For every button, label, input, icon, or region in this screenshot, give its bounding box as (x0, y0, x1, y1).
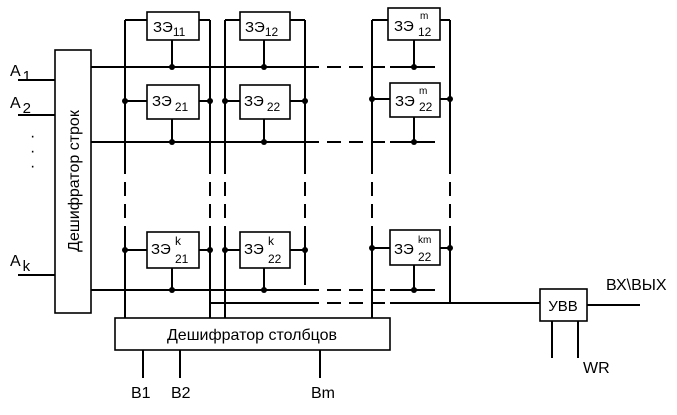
svg-text:ЗЭ: ЗЭ (151, 241, 171, 258)
svg-text:k: k (268, 234, 275, 248)
cell-row1-colm: ЗЭ m 12 (387, 7, 441, 67)
svg-text:m: m (419, 86, 427, 97)
junction-dots (122, 64, 453, 293)
svg-text:ЗЭ12: ЗЭ12 (245, 19, 279, 39)
svg-text:21: 21 (175, 252, 189, 266)
column-input-b1: B1 (131, 385, 151, 402)
io-unit-label: УВВ (548, 298, 578, 315)
column-decoder-label: Дешифратор столбцов (167, 327, 337, 344)
cell-rowk-col2: ЗЭ k 22 (225, 231, 305, 290)
cell-rowk-col1: ЗЭ k 21 (125, 231, 210, 290)
cell-row1-col1: ЗЭ11 (146, 11, 200, 67)
word-lines (91, 66, 435, 291)
svg-text:ЗЭ: ЗЭ (395, 93, 415, 110)
column-decoder: Дешифратор столбцов (114, 317, 391, 351)
svg-text:km: km (418, 235, 431, 246)
wr-label: WR (583, 360, 610, 377)
io-unit: УВВ ВХ\ВЫХ WR (539, 277, 667, 377)
svg-text:k: k (175, 234, 182, 248)
svg-text:m: m (420, 11, 428, 22)
svg-text:ЗЭ: ЗЭ (394, 241, 414, 258)
ellipsis-dot: · (30, 143, 35, 160)
cell-row1-col2: ЗЭ12 (239, 11, 291, 67)
cell-row2-colm: ЗЭ m 22 (372, 82, 450, 142)
cell-rowk-colm: ЗЭ km 22 (372, 229, 450, 290)
ellipsis-dot: · (30, 128, 35, 145)
svg-text:22: 22 (418, 250, 432, 264)
column-input-bm: Bm (311, 385, 335, 402)
column-inputs: B1 B2 Bm (131, 350, 335, 402)
svg-text:ЗЭ11: ЗЭ11 (153, 19, 186, 39)
svg-text:ЗЭ: ЗЭ (244, 241, 264, 258)
io-label: ВХ\ВЫХ (606, 277, 667, 294)
row-decoder-label: Дешифратор строк (66, 109, 83, 252)
row-decoder: Дешифратор строк (54, 49, 92, 314)
svg-text:12: 12 (418, 25, 432, 39)
ellipsis-dot: · (30, 158, 35, 175)
column-input-b2: B2 (171, 385, 191, 402)
svg-text:ЗЭ: ЗЭ (394, 18, 414, 35)
svg-text:22: 22 (419, 100, 433, 114)
svg-text:22: 22 (268, 252, 282, 266)
